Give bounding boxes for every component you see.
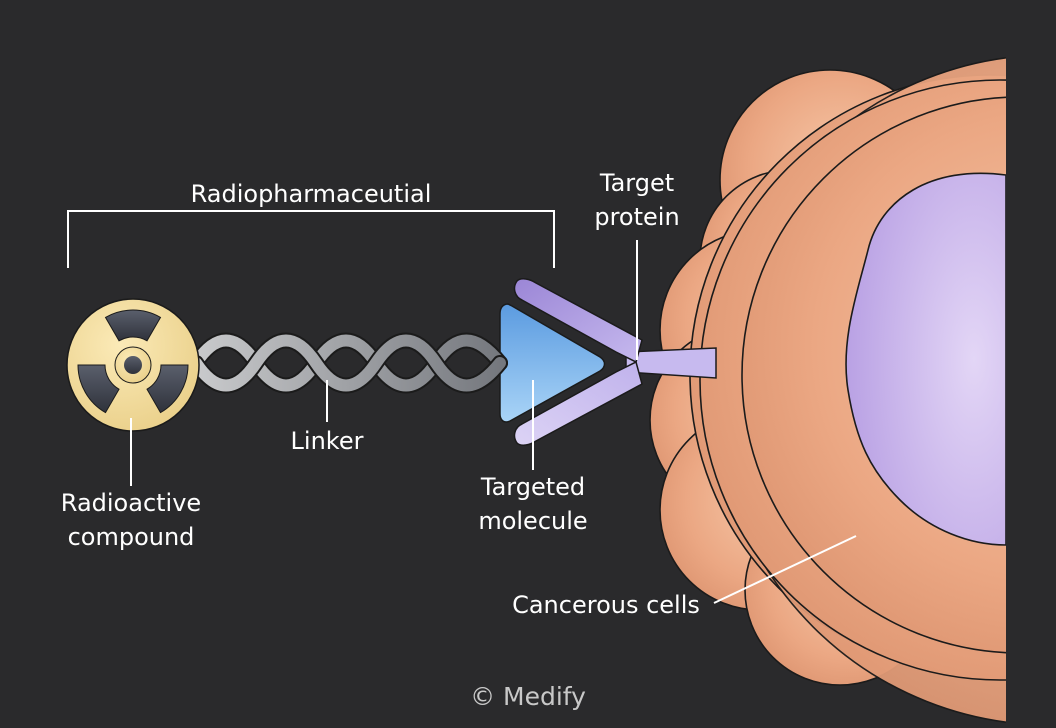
target-protein-receptor [513,278,717,446]
double-helix-linker [188,332,508,394]
targeted-molecule-label-line2: molecule [478,507,588,535]
leader-lines [130,240,857,604]
cancerous-cells-label: Cancerous cells [512,591,700,619]
radiopharmaceutical-bracket [67,210,555,268]
nucleus [845,172,1006,546]
target-protein-label-line1: Target [599,169,675,197]
radioactive-compound-label-line1: Radioactive [60,489,202,517]
target-protein-label-line2: protein [594,203,680,231]
radioactive-compound-label-line2: compound [67,523,195,551]
cancerous-cell-cluster [649,57,1006,723]
copyright-credit: © Medify [470,682,586,711]
targeted-molecule-label: Targeted molecule [468,470,598,538]
targeted-molecule-triangle [499,303,606,423]
target-protein-label: Target protein [582,166,692,234]
leader-cancerous-cells [713,535,857,604]
radiation-symbol-icon [66,298,200,432]
radiopharmaceutical-label: Radiopharmaceutial [190,180,432,208]
targeted-molecule-label-line1: Targeted [480,473,586,501]
radioactive-compound-label: Radioactive compound [51,486,211,554]
linker-label: Linker [290,427,364,455]
